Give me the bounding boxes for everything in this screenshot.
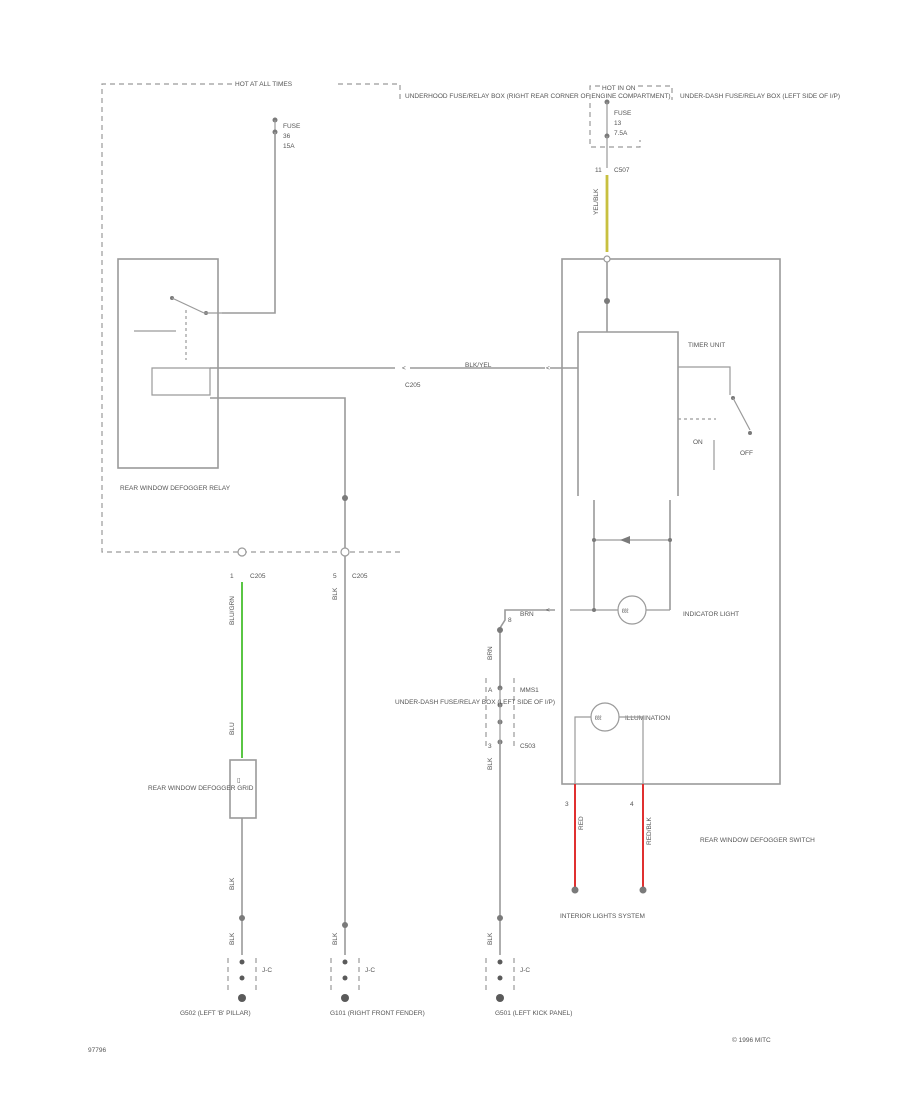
connector-c205-mid: C205 <box>405 382 421 389</box>
footer-copyright: © 1996 MITC <box>732 1036 771 1044</box>
switch-pin-left: 3 <box>565 801 569 808</box>
wire-top-color: YEL/BLK <box>593 188 600 215</box>
defogger-grid: ▯ REAR WINDOW DEFOGGER GRID <box>148 759 257 819</box>
defogger-relay: REAR WINDOW DEFOGGER RELAY <box>117 258 231 492</box>
ground-g101: J-C G101 (RIGHT FRONT FENDER) <box>330 958 425 1017</box>
ground-g501-label: G501 (LEFT KICK PANEL) <box>495 1010 572 1017</box>
switch-pin-right: 4 <box>630 801 634 808</box>
underdash-box-label: UNDER-DASH FUSE/RELAY BOX (LEFT SIDE OF … <box>680 93 840 100</box>
connector-c205-left-pin-circle <box>237 547 247 557</box>
timer-unit: TIMER UNIT ON OFF <box>577 331 753 496</box>
indicator-conn-arrow: < <box>546 607 550 614</box>
switch-pin-ind: 8 <box>508 617 512 624</box>
ground-g502-pin: J-C <box>262 967 272 974</box>
connector-c205-mid-arrow: < <box>402 365 406 372</box>
underhood-hot-label: HOT AT ALL TIMES <box>235 81 293 88</box>
indicator-bulb-symbol: ℓℓℓ <box>622 608 629 615</box>
connector-left-pin: 1 <box>230 573 234 580</box>
footer-figure-number: 97796 <box>88 1047 106 1054</box>
wire-red-left-color: RED <box>578 816 585 830</box>
connector-right-pin: 5 <box>333 573 337 580</box>
switch-diode <box>620 536 630 544</box>
wire-left-upper-color: BLU/GRN <box>229 596 236 625</box>
ground-g501: J-C G501 (LEFT KICK PANEL) <box>485 958 572 1017</box>
connector-lower-pin: 3 <box>488 743 492 750</box>
wire-grd-left2-color: BLK <box>229 932 236 945</box>
timer-label: TIMER UNIT <box>688 342 725 349</box>
connector-c205-right: C205 <box>352 573 368 580</box>
wire-red-right-color: RED/BLK <box>646 817 653 845</box>
ground-g502-label: G502 (LEFT 'B' PILLAR) <box>180 1010 251 1017</box>
illumination-bulb-symbol: ℓℓℓ <box>595 715 602 722</box>
indicator-light: ℓℓℓ INDICATOR LIGHT <box>617 595 739 625</box>
underdash-lower-box-label: UNDER-DASH FUSE/RELAY BOX (LEFT SIDE OF … <box>395 699 555 706</box>
wire-lower-top-color: BRN <box>487 646 494 660</box>
wire-ind-color: BRN <box>520 611 534 618</box>
underdash-hot-label: HOT IN ON <box>602 85 636 92</box>
grid-symbol: ▯ <box>237 777 241 784</box>
ground-g501-pin: J-C <box>520 967 530 974</box>
fuse-13-line3: 7.5A <box>614 130 628 137</box>
indicator-output-wire <box>499 609 555 688</box>
ground-g101-pin: J-C <box>365 967 375 974</box>
fuse-36-line1: FUSE <box>283 123 301 130</box>
fuse-36: FUSE 36 15A <box>272 117 301 150</box>
connector-c503: C503 <box>520 743 536 750</box>
illumination-label: ILLUMINATION <box>625 715 670 722</box>
indicator-label: INDICATOR LIGHT <box>683 611 739 618</box>
wire-lower-color: BLK <box>487 757 494 770</box>
wire-right-color: BLK <box>332 587 339 600</box>
connector-lower-top: MMS1 <box>520 687 539 694</box>
connector-c205-right-pin-circle <box>340 547 350 557</box>
connector-c205-left: C205 <box>250 573 266 580</box>
underdash-lower-box: A MMS1 UNDER-DASH FUSE/RELAY BOX (LEFT S… <box>395 678 555 750</box>
wire-lower2-color: BLK <box>487 932 494 945</box>
fuse-13-line2: 13 <box>614 120 622 127</box>
underhood-box-label: UNDERHOOD FUSE/RELAY BOX (RIGHT REAR COR… <box>405 93 671 100</box>
interior-lights-label: INTERIOR LIGHTS SYSTEM <box>560 913 645 920</box>
defogger-switch: REAR WINDOW DEFOGGER SWITCH <box>561 255 815 844</box>
connector-c507: C507 <box>614 167 630 174</box>
ground-g502: J-C G502 (LEFT 'B' PILLAR) <box>180 958 272 1017</box>
underdash-fuse-box: HOT IN ON UNDER-DASH FUSE/RELAY BOX (LEF… <box>589 85 840 148</box>
grid-label: REAR WINDOW DEFOGGER GRID <box>148 785 254 792</box>
connector-c507-pin: 11 <box>595 167 602 174</box>
switch-label: REAR WINDOW DEFOGGER SWITCH <box>700 837 815 844</box>
splice-right <box>342 495 348 501</box>
underhood-fuse-box: HOT AT ALL TIMES UNDERHOOD FUSE/RELAY BO… <box>101 81 671 553</box>
wire-right-lower-color: BLK <box>332 932 339 945</box>
switch-off-label: OFF <box>740 450 753 457</box>
connector-lower-top-pin: A <box>488 687 493 694</box>
illumination-wire-right <box>619 716 644 784</box>
switch-on-label: ON <box>693 439 703 446</box>
fuse-36-line3: 15A <box>283 143 295 150</box>
wire-mid-color: BLK/YEL <box>465 362 492 369</box>
fuse-13-line1: FUSE <box>614 110 632 117</box>
relay-label: REAR WINDOW DEFOGGER RELAY <box>120 485 231 492</box>
ground-g101-label: G101 (RIGHT FRONT FENDER) <box>330 1010 425 1017</box>
wire-left-lower-color: BLU <box>229 722 236 735</box>
fuse-13: FUSE 13 7.5A <box>604 99 632 139</box>
fuse-36-line2: 36 <box>283 133 291 140</box>
relay-ground-wire <box>210 397 346 580</box>
connector-timer-arrow: < <box>546 365 550 372</box>
wire-grd-left-color: BLK <box>229 877 236 890</box>
fuse-36-wire <box>222 132 276 314</box>
illumination-wire-left <box>574 716 591 784</box>
